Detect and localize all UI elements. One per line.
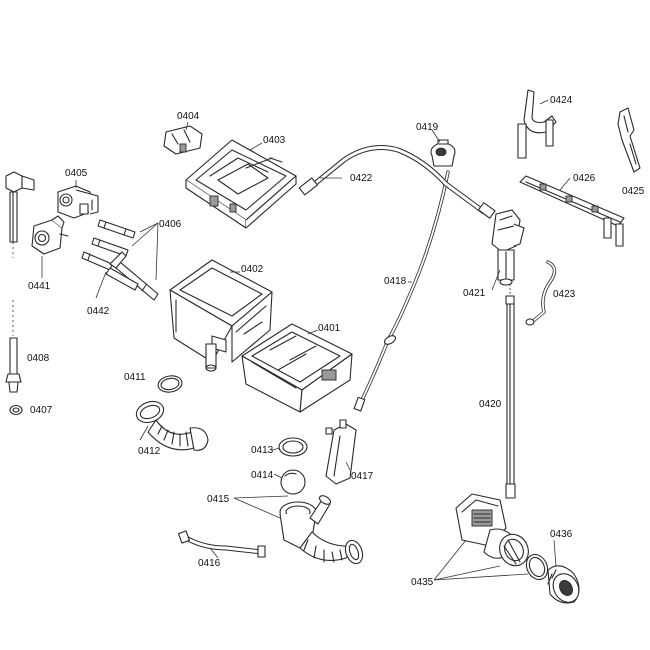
part-0402-drawer (169, 259, 273, 372)
label-0419: 0419 (416, 122, 439, 133)
part-0424-hook (517, 89, 557, 159)
part-0403-cover (185, 139, 297, 229)
label-0422: 0422 (350, 173, 373, 184)
label-0423: 0423 (553, 289, 576, 300)
label-0436: 0436 (550, 529, 573, 540)
part-0422-hose (298, 145, 496, 219)
part-labels: 0401 0402 0403 0404 0405 0406 0407 0408 … (27, 95, 645, 588)
label-0403: 0403 (263, 135, 286, 146)
label-0420: 0420 (479, 399, 502, 410)
label-0407: 0407 (30, 405, 53, 416)
part-0405-valve (57, 185, 99, 219)
label-0424: 0424 (550, 95, 573, 106)
part-0415-sump (279, 495, 364, 565)
part-0442-y-hose (81, 251, 139, 291)
label-0411: 0411 (124, 372, 146, 383)
label-0413: 0413 (251, 445, 274, 456)
part-0417-chamber (325, 419, 357, 485)
label-0415: 0415 (207, 494, 230, 505)
leader-lines (41, 99, 571, 581)
part-0418-pressure-tube (353, 170, 450, 412)
part-0413-gasket (278, 437, 308, 457)
label-0412: 0412 (138, 446, 161, 457)
label-0408: 0408 (27, 353, 50, 364)
label-0442: 0442 (87, 306, 110, 317)
label-0417: 0417 (351, 471, 374, 482)
part-0416-hose (177, 530, 266, 558)
part-0401-housing (241, 323, 353, 413)
part-0408-inlet-hose (5, 171, 35, 393)
part-0419-pressure-switch (430, 139, 456, 167)
label-0401: 0401 (318, 323, 341, 334)
label-0414: 0414 (251, 470, 274, 481)
part-0411-ring (157, 375, 183, 393)
label-0421: 0421 (463, 288, 486, 299)
label-0426: 0426 (573, 173, 596, 184)
part-0412-bellows (135, 400, 209, 451)
label-0406: 0406 (159, 219, 182, 230)
part-0414-ball (280, 469, 306, 495)
part-0404-clip (163, 125, 203, 155)
label-0425: 0425 (622, 186, 645, 197)
part-0441-valve (31, 215, 69, 255)
part-0436-filter (547, 565, 580, 604)
part-0423-pipe (525, 260, 557, 326)
part-0435-drain-pump (455, 493, 529, 567)
part-0426-bar (519, 175, 625, 247)
label-0435: 0435 (411, 577, 434, 588)
label-0416: 0416 (198, 558, 221, 569)
label-0404: 0404 (177, 111, 200, 122)
part-0407-filter (9, 404, 23, 416)
part-0425-bracket (617, 107, 641, 173)
part-0420-drain-tube (505, 284, 516, 499)
label-0441: 0441 (28, 281, 51, 292)
part-0435-gasket (525, 553, 549, 581)
label-0402: 0402 (241, 264, 264, 275)
label-0418: 0418 (384, 276, 407, 287)
label-0405: 0405 (65, 168, 88, 179)
part-0421-trap (491, 209, 525, 286)
